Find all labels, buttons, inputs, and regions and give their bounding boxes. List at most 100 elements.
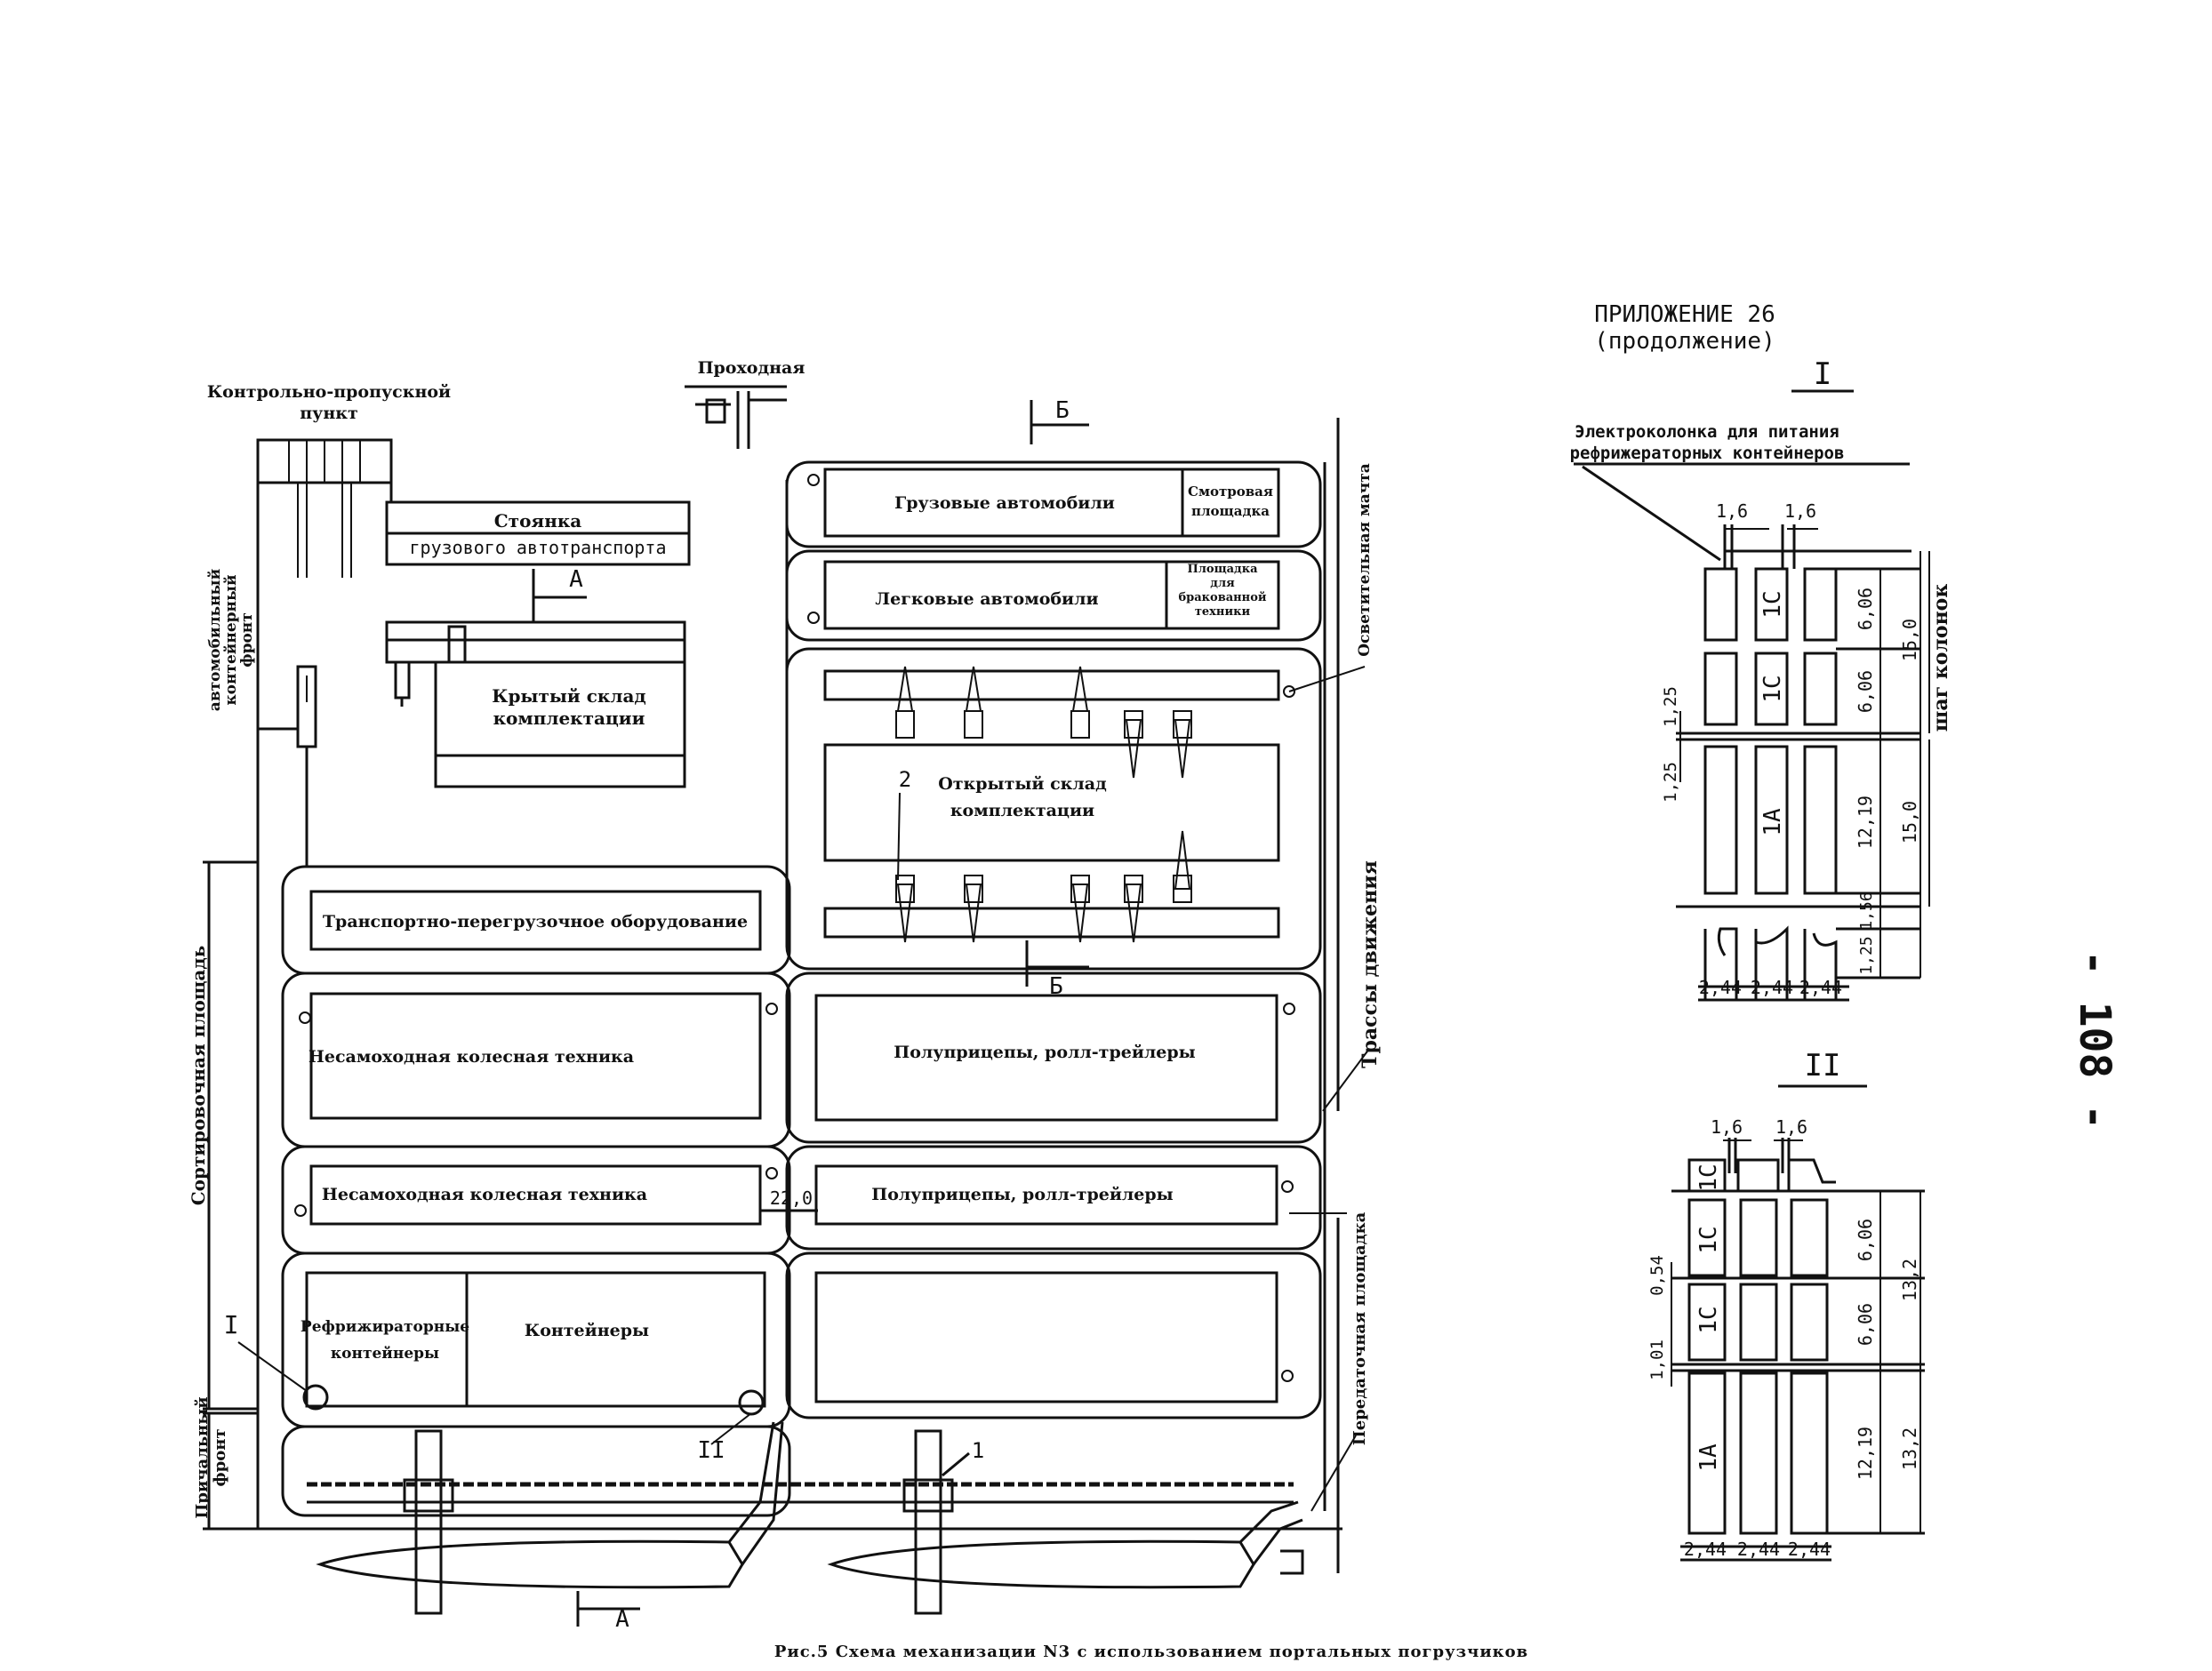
- semitrailers-box-1: [814, 994, 1278, 1122]
- detail-ii-outer-dim-2: 13,2: [1899, 1427, 1920, 1470]
- cars-box: [823, 560, 1280, 630]
- detail-i: I: [1791, 356, 1854, 393]
- detail-i-bottom-dim-3: 2,44: [1799, 977, 1842, 998]
- nonself-box-2: [309, 1164, 762, 1226]
- section-a-top-marker: [532, 569, 587, 622]
- marker-i: I: [224, 1310, 239, 1339]
- detail-i-container-1: 1С: [1759, 590, 1786, 618]
- berth-area: [258, 1421, 1342, 1615]
- open-warehouse-label-2: комплектации: [950, 801, 1094, 820]
- marker-2: 2: [899, 767, 911, 792]
- section-b-bottom-marker: [1025, 940, 1089, 987]
- containers-label: Контейнеры: [525, 1321, 649, 1340]
- gatehouse-label: Проходная: [698, 358, 805, 378]
- checkpoint-label-1: Контрольно-пропускной: [207, 382, 451, 402]
- parking-label-1: Стоянка: [494, 510, 582, 532]
- reefer-label-2: контейнеры: [331, 1345, 439, 1363]
- nonself-box-1: [309, 992, 762, 1120]
- reject-label-4: техники: [1195, 605, 1251, 619]
- nonself-label-1: Несамоходная колесная техника: [309, 1047, 634, 1067]
- detail-i-outer-dim-1: 15,0: [1899, 619, 1920, 661]
- detail-i-grid: [1676, 524, 1930, 1002]
- section-b-bottom-label: Б: [1049, 973, 1063, 1000]
- detail-ii-bottom-dim-1: 2,44: [1684, 1539, 1727, 1560]
- semitrailers-box-2: [814, 1164, 1278, 1226]
- parking-label-2: грузового автотранспорта: [410, 537, 667, 558]
- marker-ii: II: [697, 1437, 725, 1464]
- section-b-top-label: Б: [1055, 397, 1070, 424]
- section-a-top-label: А: [569, 566, 583, 593]
- covered-warehouse: [385, 620, 686, 788]
- auto-front-label-2: контейнерный: [222, 574, 240, 706]
- detail-i-right-dim-1: 6,06: [1855, 588, 1876, 630]
- reefer-label-1: Рефрижираторные: [301, 1318, 469, 1336]
- detail-i-left-dim-1: 1,25: [1661, 686, 1680, 727]
- open-warehouse-rails: [823, 669, 1280, 939]
- detail-ii-left-dim-1: 0,54: [1647, 1255, 1667, 1296]
- appendix-title: ПРИЛОЖЕНИЕ 26: [1594, 301, 1775, 328]
- cars-label: Легковые автомобили: [875, 589, 1098, 609]
- detail-i-bottom-dim-2: 2,44: [1751, 977, 1793, 998]
- auto-front-marker: [258, 665, 317, 867]
- detail-ii-container-1: 1С: [1695, 1163, 1722, 1191]
- semitrailers-label-2: Полуприцепы, ролл-трейлеры: [871, 1185, 1173, 1204]
- gap-label: 22,0: [770, 1187, 813, 1209]
- detail-i-container-3: 1А: [1759, 808, 1786, 836]
- trucks-box: [823, 468, 1280, 538]
- auto-front-label-3: фронт: [238, 612, 256, 668]
- detail-ii-circle: [738, 1389, 765, 1416]
- containers-box: [305, 1271, 766, 1408]
- reject-label-2: для: [1210, 577, 1235, 590]
- detail-ii: II: [1778, 1048, 1867, 1088]
- reject-label-1: Площадка: [1187, 563, 1258, 576]
- open-warehouse-label-1: Открытый склад: [938, 774, 1107, 794]
- detail-ii-right-dim-1: 6,06: [1855, 1219, 1876, 1261]
- detail-i-outer-dim-2: 15,0: [1899, 801, 1920, 843]
- detail-ii-container-4: 1А: [1695, 1443, 1722, 1472]
- covered-warehouse-label-1: Крытый склад: [492, 685, 645, 707]
- power-label-1: Электроколонка для питания: [1575, 422, 1839, 442]
- transfer-equipment-label: Транспортно-перегрузочное оборудование: [323, 912, 748, 931]
- detail-ii-outer-dim-1: 13,2: [1899, 1259, 1920, 1301]
- detail-ii-bottom-dim-3: 2,44: [1788, 1539, 1831, 1560]
- portal-loaders: [895, 666, 1192, 943]
- semitrailers-label-1: Полуприцепы, ролл-трейлеры: [894, 1043, 1195, 1062]
- detail-i-left-dim-2: 1,25: [1661, 762, 1680, 803]
- gatehouse-icon: [685, 385, 787, 449]
- transfer-area-label: Передаточная площадка: [1350, 1211, 1369, 1445]
- reject-label-3: бракованной: [1178, 591, 1266, 604]
- detail-i-top-dim-2: 1,6: [1784, 500, 1816, 522]
- detail-i-bottom-dim-1: 2,44: [1699, 977, 1742, 998]
- detail-ii-title: II: [1805, 1048, 1841, 1083]
- detail-ii-top-dim-1: 1,6: [1711, 1116, 1743, 1138]
- detail-i-right-dim-4: 1,56: [1857, 891, 1876, 930]
- inspection-label-1: Смотровая: [1188, 484, 1273, 500]
- section-a-bottom-marker: [576, 1591, 640, 1627]
- detail-ii-bottom-dim-2: 2,44: [1737, 1539, 1780, 1560]
- detail-ii-right-dim-2: 6,06: [1855, 1303, 1876, 1346]
- parking-block: [385, 500, 691, 566]
- berth-front-label-2: фронт: [211, 1428, 229, 1486]
- column-step-label: шаг колонок: [1929, 584, 1952, 732]
- detail-i-right-dim-3: 12,19: [1855, 796, 1876, 849]
- detail-i-right-dim-2: 6,06: [1855, 670, 1876, 713]
- detail-i-title: I: [1814, 356, 1831, 392]
- traffic-routes-label: Трассы движения: [1358, 860, 1382, 1068]
- lighting-mast-label: Осветительная мачта: [1356, 463, 1374, 657]
- empty-area-box: [814, 1271, 1278, 1403]
- berth-front-label-1: Причальный: [193, 1396, 212, 1518]
- covered-warehouse-label-2: комплектации: [493, 708, 645, 729]
- detail-ii-left-dim-2: 1,01: [1647, 1339, 1667, 1380]
- trucks-label: Грузовые автомобили: [894, 493, 1115, 513]
- section-a-bottom-label: А: [615, 1606, 629, 1633]
- power-label-2: рефрижераторных контейнеров: [1570, 444, 1845, 463]
- checkpoint-gate: [256, 438, 393, 578]
- page-number: - 108 -: [2070, 950, 2120, 1130]
- detail-i-right-dim-5: 1,25: [1857, 936, 1876, 974]
- sorting-area-label: Сортировочная площадь: [188, 946, 209, 1206]
- detail-ii-right-dim-3: 12,19: [1855, 1427, 1876, 1480]
- marker-1: 1: [972, 1438, 984, 1463]
- detail-i-top-dim-1: 1,6: [1716, 500, 1748, 522]
- detail-ii-top-dim-2: 1,6: [1775, 1116, 1807, 1138]
